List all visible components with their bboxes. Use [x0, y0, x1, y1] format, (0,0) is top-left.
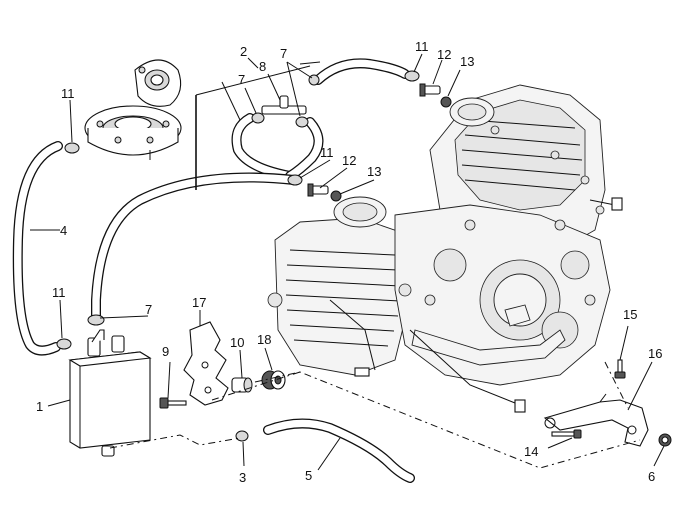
- callout-11-lower: 11: [52, 285, 66, 300]
- callout-1: 1: [36, 399, 43, 414]
- callout-6: 6: [648, 469, 655, 484]
- grommet-18: [261, 370, 286, 390]
- callout-11-middle: 11: [320, 145, 334, 160]
- sealing-washers-13: [330, 96, 452, 202]
- evap-canister-1: [68, 329, 152, 457]
- hose-2-long: [91, 172, 299, 321]
- callout-12-middle: 12: [342, 153, 356, 168]
- screw-15: [614, 359, 626, 379]
- t-fitting-8: [261, 95, 307, 115]
- hose-2-loop: [231, 113, 324, 181]
- engine-assembly: [267, 84, 623, 413]
- callout-11-top: 11: [415, 39, 429, 54]
- hose-clamps-11: [56, 70, 420, 350]
- callout-labels: 1 2 3 4 5 6 7 7 7 8 9 10 11 11 11 11 12 …: [36, 39, 662, 485]
- spacer-10: [231, 377, 253, 393]
- screw-9: [159, 397, 187, 409]
- callout-13-top: 13: [460, 54, 474, 69]
- callout-14: 14: [524, 444, 538, 459]
- callout-4: 4: [60, 223, 67, 238]
- screw-14: [551, 429, 582, 439]
- callout-7-right: 7: [280, 46, 287, 61]
- callout-16: 16: [648, 346, 662, 361]
- fuel-filler-cap: [84, 59, 182, 160]
- callout-5: 5: [305, 468, 312, 483]
- nipple-fittings-12: [307, 83, 441, 197]
- assembly-lines: [109, 361, 641, 469]
- callout-8: 8: [259, 59, 266, 74]
- nut-6: [658, 433, 672, 447]
- callout-18: 18: [257, 332, 271, 347]
- callout-13-middle: 13: [367, 164, 381, 179]
- mounting-bracket-17: [183, 321, 229, 406]
- callout-3: 3: [239, 470, 246, 485]
- callout-17: 17: [192, 295, 206, 310]
- callout-10: 10: [230, 335, 244, 350]
- callout-7-left: 7: [238, 72, 245, 87]
- callout-2: 2: [240, 44, 247, 59]
- bracket-16: [543, 393, 649, 447]
- hose-5: [263, 418, 415, 483]
- callout-11-left: 11: [61, 86, 75, 101]
- callout-7-lower: 7: [145, 302, 152, 317]
- callout-15: 15: [623, 307, 637, 322]
- hose-4: [12, 141, 63, 356]
- callout-12-top: 12: [437, 47, 451, 62]
- callout-9: 9: [162, 344, 169, 359]
- hose-2-upper: [313, 58, 410, 85]
- leader-lines: [30, 53, 665, 471]
- clamp-3: [235, 430, 249, 442]
